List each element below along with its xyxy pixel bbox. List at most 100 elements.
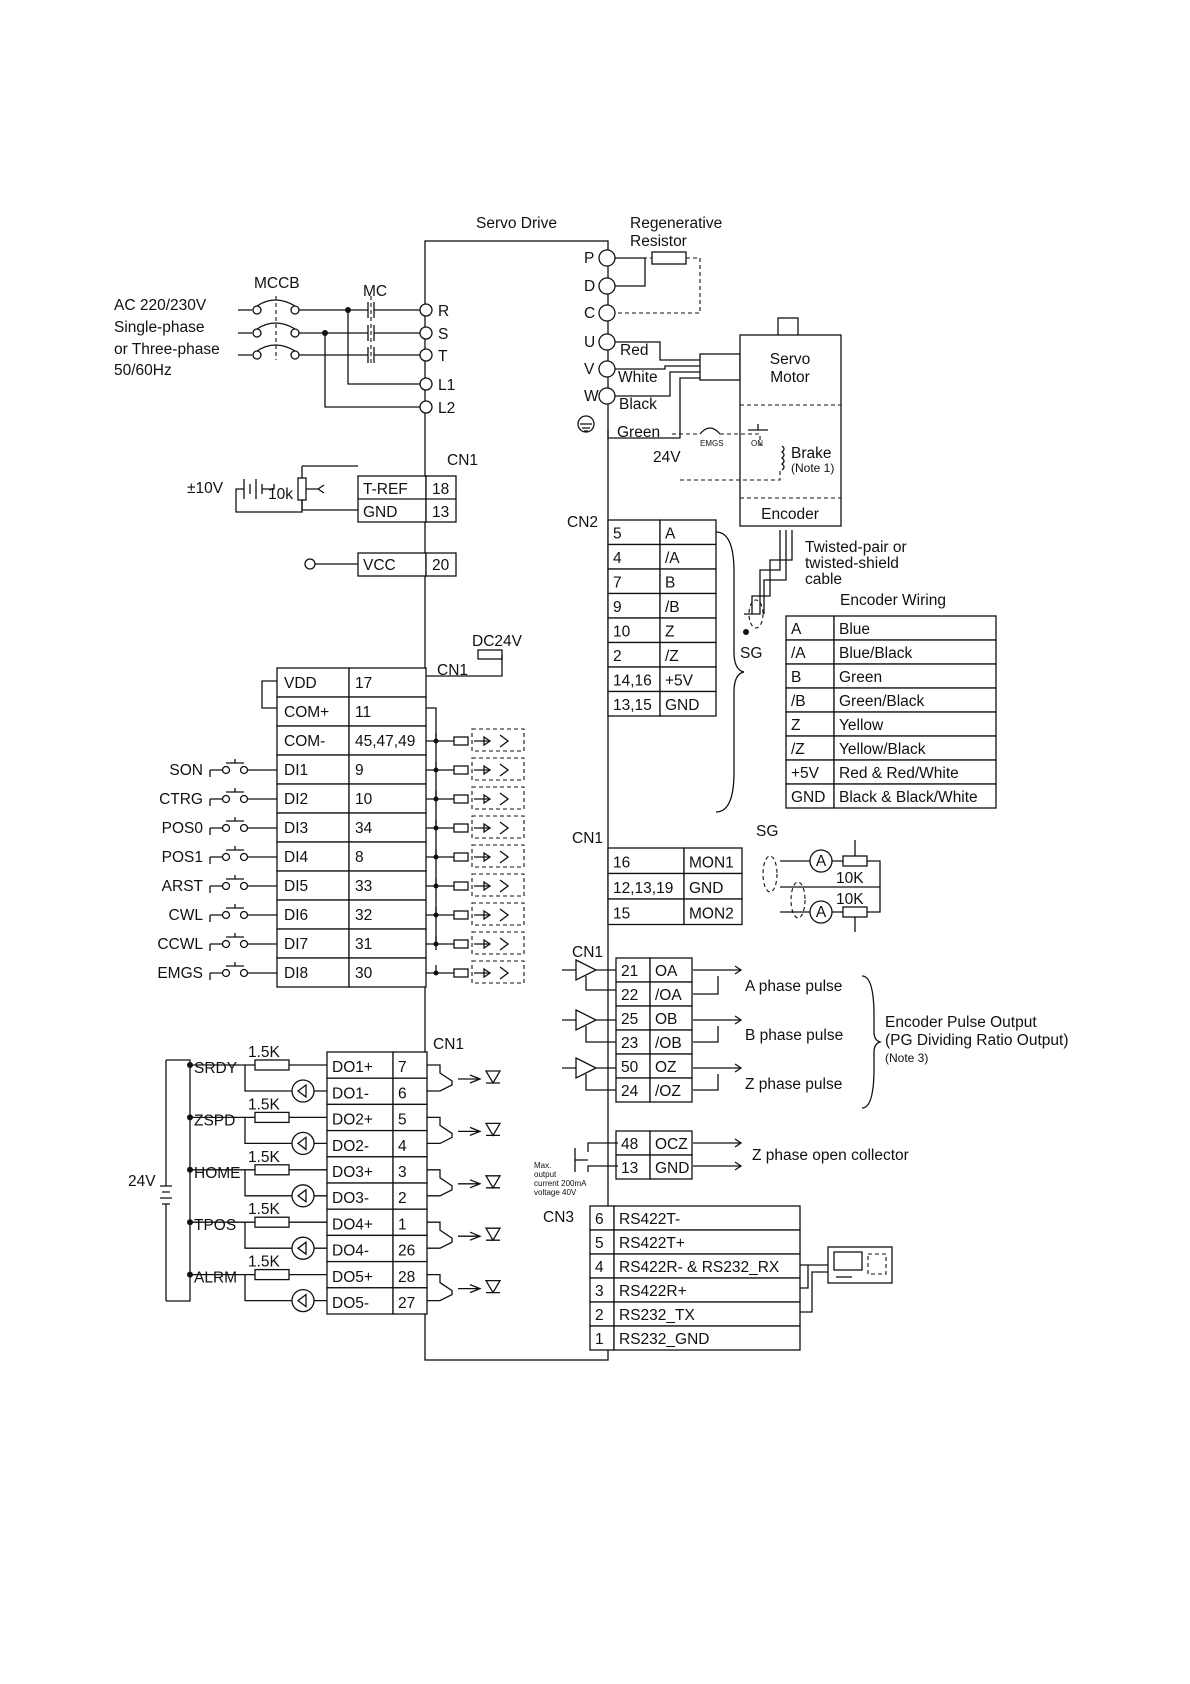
ocz-note-3: current 200mA (534, 1179, 587, 1188)
enc-signal-cell (785, 711, 835, 737)
enc-signal-cell (785, 783, 835, 809)
do-ext-label: ZSPD (194, 1112, 235, 1129)
pulse-pin: 22 (621, 987, 638, 1004)
di-ext-label: CWL (169, 907, 204, 924)
ocz-pin: 13 (621, 1160, 638, 1177)
enc-wire-color: Blue/Black (839, 645, 912, 662)
di-optocoupler (471, 786, 525, 810)
ac-line-2: Single-phase (114, 319, 204, 336)
do-pin-cell (392, 1156, 428, 1184)
do-signal-name: DO4+ (332, 1216, 373, 1233)
di-pin: 10 (355, 791, 373, 808)
ocz-signal: OCZ (655, 1136, 688, 1153)
do-led-driver-icon (458, 1227, 502, 1242)
cn2-pin: 5 (613, 526, 622, 543)
term-l1: L1 (438, 377, 455, 394)
do-pin: 28 (398, 1269, 415, 1286)
pulse-signal-cell (649, 981, 693, 1007)
do-resistor (254, 1059, 290, 1071)
cn2-pin: 4 (613, 550, 622, 567)
ocz-transistor-icon (574, 1142, 618, 1172)
regen-label-1: Regenerative (630, 215, 722, 232)
cn3-signal: RS422T+ (619, 1235, 685, 1252)
di-ext-label: POS0 (162, 820, 204, 837)
mc-label: MC (363, 283, 387, 300)
regen-dashed-link (615, 257, 701, 314)
enc-wire-color: Yellow (839, 717, 884, 734)
cn3-signal-cell (613, 1325, 801, 1351)
vcc-name: VCC (363, 557, 396, 574)
do-led-driver-icon (458, 1122, 502, 1137)
pulse-signal: OA (655, 963, 678, 980)
do-transistor-icon (427, 1169, 453, 1197)
cn2-signal: B (665, 575, 675, 592)
encoder-wiring-title: Encoder Wiring (840, 592, 946, 609)
cn3-pin-cell (589, 1277, 615, 1303)
di-pin-cell (348, 899, 427, 930)
enc-wire-color-cell (833, 687, 997, 713)
di-optocoupler (471, 815, 525, 839)
do-led-icon (291, 1236, 315, 1260)
di-switch-contact (239, 823, 249, 833)
di-switch-contact (239, 910, 249, 920)
enc-wire-color: Yellow/Black (839, 741, 926, 758)
do-transistor-icon (427, 1221, 453, 1249)
di-switch-contact (221, 910, 231, 920)
cn1-label-mon: CN1 (572, 830, 603, 847)
encoder-cable (744, 530, 793, 615)
do-pin: 27 (398, 1295, 415, 1312)
ocz-pin: 48 (621, 1136, 638, 1153)
di-ext-label: ARST (162, 878, 204, 895)
pulse-label-z: Z phase pulse (745, 1076, 842, 1093)
term-p: P (584, 250, 594, 267)
do-resistor-label: 1.5K (248, 1044, 281, 1061)
motor-shaft (777, 317, 799, 337)
di-ext-label: SON (169, 762, 203, 779)
ocz-note-1: Max. (534, 1161, 551, 1170)
mon-signal: MON2 (689, 906, 734, 923)
tref-pot-label: 10k (268, 486, 293, 503)
term-w: W (584, 388, 599, 405)
vcc-terminal (304, 558, 316, 570)
di-name-cell (276, 667, 350, 698)
do-pin: 2 (398, 1190, 407, 1207)
tref-pot (297, 477, 307, 501)
enc-signal: GND (791, 789, 825, 806)
di-optocoupler (471, 960, 525, 984)
cn2-signal-cell (659, 568, 717, 595)
brake-24v-label: 24V (653, 449, 681, 466)
pulse-pin-cell (615, 981, 651, 1007)
di-pin: 32 (355, 907, 372, 924)
di-led-icon (483, 734, 510, 748)
vcc-pin-cell (425, 552, 457, 577)
di-signal-name: DI6 (284, 907, 308, 924)
enc-signal: +5V (791, 765, 820, 782)
do-pin: 6 (398, 1085, 407, 1102)
di-pin: 45,47,49 (355, 733, 415, 750)
cn2-pin: 10 (613, 624, 631, 641)
di-ext-label: CTRG (159, 791, 203, 808)
do-transistor-icon (427, 1116, 453, 1145)
tref-supply-icon (235, 479, 303, 513)
di-switch-contact (239, 939, 249, 949)
do-pin: 1 (398, 1216, 407, 1233)
term-u: U (584, 334, 595, 351)
di-pin-cell (348, 928, 427, 959)
mon-pin-cell (607, 898, 685, 926)
pulse-signal-cell (649, 957, 693, 983)
mon-pin: 15 (613, 906, 630, 923)
cn3-pin: 1 (595, 1331, 604, 1348)
pulse-signal: OB (655, 1011, 677, 1028)
mon-signal: GND (689, 880, 723, 897)
cn3-pin: 2 (595, 1307, 604, 1324)
on-switch-icon (748, 424, 768, 431)
ocz-label: Z phase open collector (752, 1147, 909, 1164)
term-l2: L2 (438, 400, 455, 417)
cn2-signal: /Z (665, 648, 679, 665)
mon-pin-cell (607, 847, 685, 875)
di-resistor (453, 939, 469, 949)
pulse-pin-cell (615, 1005, 651, 1031)
cn3-signal: RS422R- & RS232_RX (619, 1259, 780, 1276)
cn2-pin: 9 (613, 599, 622, 616)
